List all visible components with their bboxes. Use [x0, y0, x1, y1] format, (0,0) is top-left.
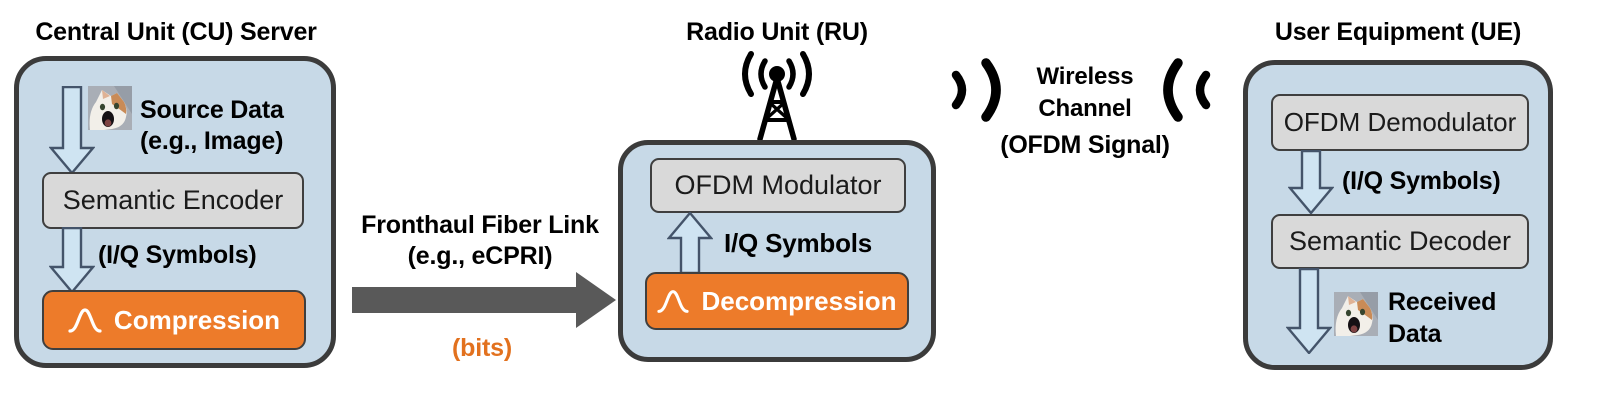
wireless-line2: Channel [1038, 95, 1132, 122]
cu-source-data-line1: Source Data [140, 96, 284, 124]
ue-received-line1: Received [1388, 288, 1497, 316]
cu-source-data-label: Source Data (e.g., Image) [140, 95, 284, 157]
antenna-tower-icon [742, 51, 812, 141]
cat-image [1334, 292, 1378, 336]
down-arrow-icon [1288, 150, 1334, 214]
ofdm-demodulator-block: OFDM Demodulator [1271, 94, 1529, 151]
fronthaul-line2: (e.g., eCPRI) [407, 242, 553, 270]
down-arrow-icon [1286, 268, 1332, 354]
semantic-encoder-block: Semantic Encoder [42, 172, 304, 229]
signal-waves-icon [951, 58, 1001, 122]
cu-title: Central Unit (CU) Server [35, 18, 317, 46]
ue-title: User Equipment (UE) [1274, 18, 1522, 46]
down-arrow-icon [49, 86, 95, 174]
cu-iq-symbols-label: (I/Q Symbols) [98, 241, 257, 269]
wireless-channel-label: Wireless Channel [1010, 61, 1160, 125]
fronthaul-line1: Fronthaul Fiber Link [361, 211, 599, 239]
cu-source-data-line2: (e.g., Image) [140, 127, 284, 155]
decompression-label: Decompression [701, 285, 897, 316]
ru-title: Radio Unit (RU) [686, 18, 868, 46]
signal-waves-icon [1163, 58, 1211, 122]
semantic-decoder-block: Semantic Decoder [1271, 214, 1529, 269]
gaussian-curve-icon [68, 308, 102, 333]
fronthaul-right-arrow-icon [352, 272, 616, 328]
gaussian-curve-icon [657, 290, 690, 313]
cat-image [88, 86, 132, 130]
fronthaul-label: Fronthaul Fiber Link (e.g., eCPRI) [347, 210, 613, 272]
ofdm-modulator-block: OFDM Modulator [650, 158, 906, 213]
up-arrow-icon [667, 212, 713, 274]
bits-label: (bits) [452, 334, 512, 362]
ue-received-line2: Data [1388, 320, 1442, 348]
ofdm-signal-label: (OFDM Signal) [1000, 131, 1170, 159]
ue-iq-symbols-label: (I/Q Symbols) [1342, 167, 1501, 195]
decompression-block: Decompression [645, 272, 909, 330]
compression-label: Compression [113, 304, 281, 335]
down-arrow-icon [49, 227, 95, 293]
ru-iq-symbols-label: I/Q Symbols [724, 228, 873, 258]
ue-received-data-label: Received Data [1388, 286, 1496, 350]
compression-block: Compression [42, 290, 306, 350]
wireless-line1: Wireless [1036, 63, 1134, 90]
